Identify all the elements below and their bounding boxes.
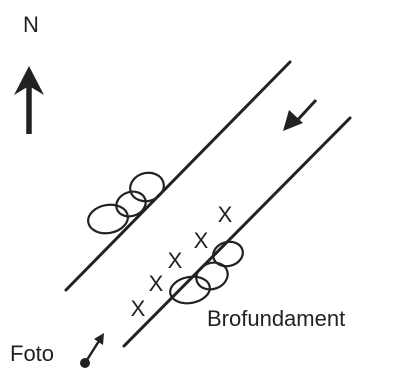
north-label: N — [23, 12, 39, 37]
x-mark: X — [194, 228, 209, 253]
x-mark: X — [149, 271, 164, 296]
flow-direction-arrow-icon — [283, 98, 318, 131]
stone-cluster-lower — [169, 240, 244, 305]
photo-position-icon — [80, 333, 104, 368]
bank-line-upper — [64, 60, 292, 292]
bank-line-lower — [122, 116, 352, 348]
x-mark: X — [168, 248, 183, 273]
photo-label: Foto — [10, 341, 54, 366]
foundation-label: Brofundament — [207, 306, 345, 331]
x-mark: X — [218, 202, 233, 227]
x-mark: X — [131, 296, 146, 321]
north-arrow-icon — [14, 66, 44, 134]
x-marks-row: X X X X X — [131, 202, 233, 321]
stone-cluster-upper — [87, 171, 165, 235]
